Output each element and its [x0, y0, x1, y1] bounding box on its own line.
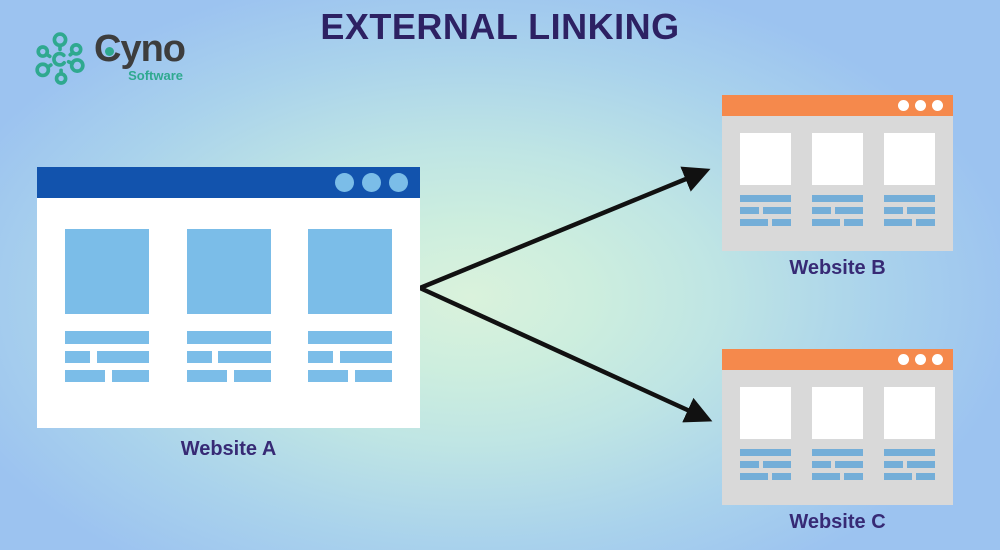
- image-placeholder: [812, 133, 863, 185]
- text-line: [740, 473, 768, 480]
- arrow-a-to-b: [419, 166, 711, 291]
- image-placeholder: [884, 387, 935, 439]
- website-a-titlebar: [37, 167, 420, 198]
- website-b-browser: [722, 95, 953, 251]
- content-column: [740, 133, 791, 231]
- website-a-browser: [37, 167, 420, 428]
- text-line: [884, 195, 935, 202]
- text-line: [907, 461, 935, 468]
- window-dot-icon: [898, 100, 909, 111]
- image-placeholder: [884, 133, 935, 185]
- text-line: [355, 370, 392, 382]
- window-dot-icon: [335, 173, 354, 192]
- text-line: [812, 473, 840, 480]
- text-line: [740, 461, 760, 468]
- window-dot-icon: [898, 354, 909, 365]
- text-line: [835, 461, 863, 468]
- text-line: [835, 207, 863, 214]
- content-column: [812, 133, 863, 231]
- brand-subtitle: Software: [128, 68, 183, 83]
- website-a-content: [37, 198, 420, 389]
- website-b-label: Website B: [789, 257, 886, 279]
- content-column: [884, 133, 935, 231]
- image-placeholder: [740, 133, 791, 185]
- text-line: [915, 219, 935, 226]
- text-line: [186, 331, 271, 344]
- text-line: [339, 351, 392, 363]
- content-column: [884, 387, 935, 485]
- text-line: [812, 207, 832, 214]
- window-dot-icon: [932, 100, 943, 111]
- website-c-browser: [722, 349, 953, 505]
- text-line: [65, 351, 91, 363]
- text-line: [884, 473, 912, 480]
- text-line: [740, 219, 768, 226]
- text-line: [884, 207, 904, 214]
- window-dot-icon: [915, 100, 926, 111]
- window-dot-icon: [362, 173, 381, 192]
- text-line: [812, 449, 863, 456]
- brand-c-dot: [105, 47, 114, 56]
- text-line: [771, 473, 791, 480]
- website-c-content: [722, 370, 953, 485]
- content-column: [186, 229, 271, 389]
- text-line: [907, 207, 935, 214]
- text-line: [812, 195, 863, 202]
- image-placeholder: [812, 387, 863, 439]
- text-line: [740, 207, 760, 214]
- window-dot-icon: [932, 354, 943, 365]
- text-line: [65, 331, 149, 344]
- text-line: [843, 473, 863, 480]
- window-dot-icon: [389, 173, 408, 192]
- image-placeholder: [308, 229, 392, 314]
- text-line: [812, 461, 832, 468]
- arrow-a-to-c: [419, 285, 713, 423]
- text-line: [884, 219, 912, 226]
- website-c-label: Website C: [789, 511, 886, 533]
- network-nodes-icon: [35, 32, 85, 85]
- content-column: [740, 387, 791, 485]
- text-line: [186, 370, 227, 382]
- brand-wordmark: Cyno Software: [94, 30, 186, 83]
- text-line: [763, 461, 791, 468]
- page-title: EXTERNAL LINKING: [320, 6, 680, 47]
- image-placeholder: [65, 229, 149, 314]
- text-line: [308, 370, 349, 382]
- text-line: [884, 461, 904, 468]
- content-column: [308, 229, 392, 389]
- content-column: [65, 229, 149, 389]
- text-line: [740, 195, 791, 202]
- content-column: [812, 387, 863, 485]
- text-line: [740, 449, 791, 456]
- brand-logo: Cyno Software: [32, 30, 186, 86]
- text-line: [65, 370, 106, 382]
- image-placeholder: [186, 229, 271, 314]
- text-line: [112, 370, 149, 382]
- text-line: [763, 207, 791, 214]
- website-a-label: Website A: [180, 438, 277, 460]
- text-line: [771, 219, 791, 226]
- text-line: [308, 351, 334, 363]
- website-b-titlebar: [722, 95, 953, 116]
- text-line: [308, 331, 392, 344]
- text-line: [812, 219, 840, 226]
- website-b-content: [722, 116, 953, 231]
- text-line: [233, 370, 271, 382]
- text-line: [843, 219, 863, 226]
- window-dot-icon: [915, 354, 926, 365]
- text-line: [884, 449, 935, 456]
- image-placeholder: [740, 387, 791, 439]
- text-line: [96, 351, 149, 363]
- text-line: [186, 351, 212, 363]
- text-line: [915, 473, 935, 480]
- text-line: [218, 351, 271, 363]
- website-c-titlebar: [722, 349, 953, 370]
